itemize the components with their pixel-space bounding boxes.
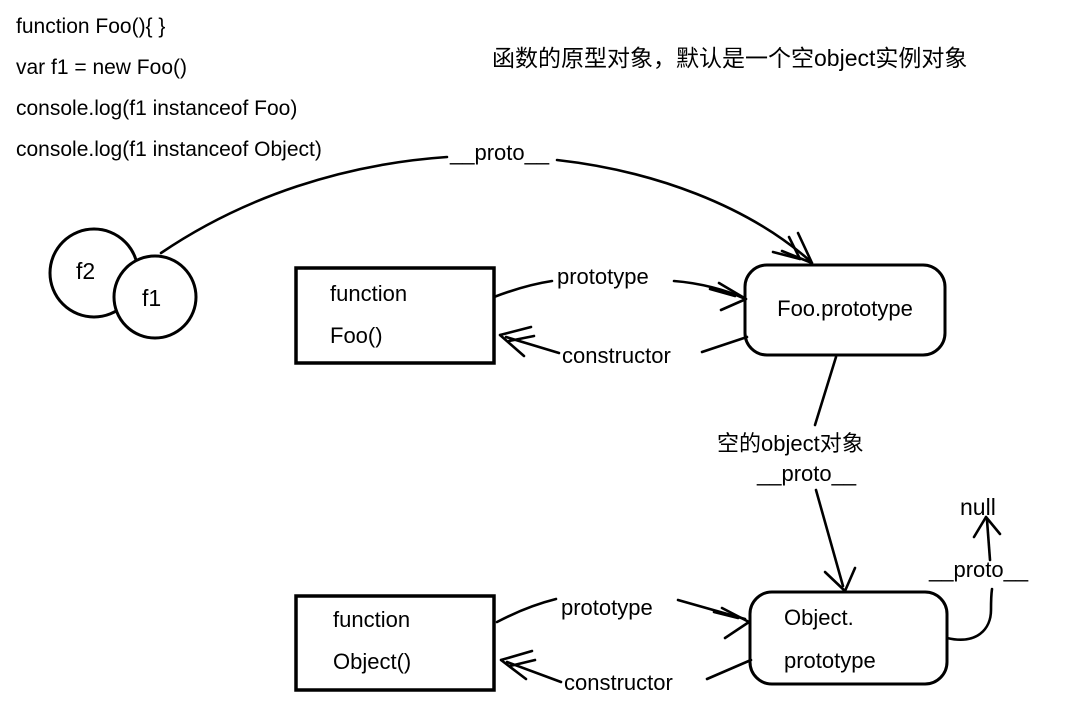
arrow-object-prototype-link bbox=[495, 597, 751, 640]
arrow-foo-constructor-link bbox=[498, 325, 749, 358]
proto-edge-label-top: __proto__ bbox=[450, 140, 550, 165]
arrow-f1-proto-to-foo-prototype bbox=[159, 155, 814, 265]
foo-function-line2: Foo() bbox=[330, 323, 383, 348]
object-prototype-line2: prototype bbox=[784, 648, 876, 673]
box-function-foo bbox=[294, 266, 496, 365]
box-function-object bbox=[294, 594, 496, 692]
prototype-edge-label-top: prototype bbox=[557, 264, 649, 289]
proto-edge-label-middle: __proto__ bbox=[757, 461, 857, 486]
code-line-3: console.log(f1 instanceof Foo) bbox=[16, 97, 298, 120]
arrow-foo-prototype-link bbox=[492, 279, 748, 312]
foo-function-line1: function bbox=[330, 281, 408, 306]
object-function-line2: Object() bbox=[333, 649, 412, 674]
f2-instance-label: f2 bbox=[76, 258, 96, 284]
constructor-edge-label-bottom: constructor bbox=[564, 670, 673, 695]
arrow-foo-prototype-to-object-prototype bbox=[813, 355, 857, 593]
null-terminal-label: null bbox=[960, 494, 996, 520]
empty-object-note: 空的object对象 bbox=[717, 431, 864, 456]
proto-edge-label-right: __proto__ bbox=[929, 557, 1029, 582]
box-foo-prototype bbox=[743, 263, 947, 357]
arrow-object-constructor-link bbox=[499, 649, 753, 684]
foo-prototype-label: Foo.prototype bbox=[777, 296, 913, 321]
code-line-1: function Foo(){ } bbox=[16, 15, 166, 38]
arrow-object-prototype-to-null bbox=[945, 515, 1002, 641]
diagram-title: 函数的原型对象，默认是一个空object实例对象 bbox=[492, 45, 968, 71]
code-line-4: console.log(f1 instanceof Object) bbox=[16, 138, 322, 161]
object-function-line1: function bbox=[333, 607, 411, 632]
prototype-edge-label-bottom: prototype bbox=[561, 595, 653, 620]
f1-instance-label: f1 bbox=[142, 285, 162, 311]
code-line-2: var f1 = new Foo() bbox=[16, 56, 187, 79]
object-prototype-line1: Object. bbox=[784, 605, 854, 630]
constructor-edge-label-top: constructor bbox=[562, 343, 671, 368]
circle-f1 bbox=[112, 254, 198, 340]
